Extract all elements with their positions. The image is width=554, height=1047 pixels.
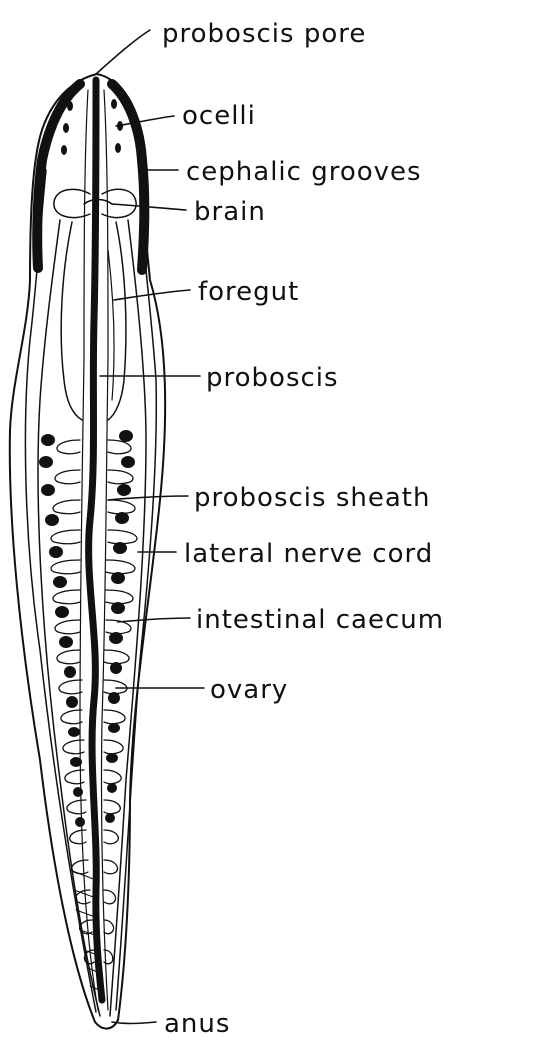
leader-intestinal-caecum xyxy=(118,618,190,622)
leader-ocelli xyxy=(116,116,174,126)
label-ocelli: ocelli xyxy=(182,101,256,131)
label-proboscis-pore: proboscis pore xyxy=(162,19,366,49)
ocelli xyxy=(61,99,123,155)
label-ovary: ovary xyxy=(210,675,288,705)
leader-proboscis-pore xyxy=(96,30,150,74)
label-proboscis-sheath: proboscis sheath xyxy=(194,483,430,513)
foregut-left xyxy=(61,222,82,420)
cephalic-groove-left xyxy=(37,84,80,268)
label-cephalic-grooves: cephalic grooves xyxy=(186,157,422,187)
leader-anus xyxy=(112,1022,156,1024)
label-proboscis: proboscis xyxy=(206,363,339,393)
label-foregut: foregut xyxy=(198,277,299,307)
foregut-inner xyxy=(108,250,114,400)
label-brain: brain xyxy=(194,197,266,227)
body-inner-wall-left xyxy=(25,170,96,1012)
ovaries xyxy=(39,430,135,827)
leader-proboscis-sheath xyxy=(108,496,188,500)
cephalic-groove-right xyxy=(112,84,144,270)
proboscis xyxy=(89,80,102,1000)
foregut-right xyxy=(108,222,126,420)
label-anus: anus xyxy=(164,1009,230,1039)
labels: proboscis pore ocelli cephalic grooves b… xyxy=(162,19,444,1039)
label-intestinal-caecum: intestinal caecum xyxy=(196,605,444,635)
label-lateral-nerve-cord: lateral nerve cord xyxy=(184,539,433,569)
